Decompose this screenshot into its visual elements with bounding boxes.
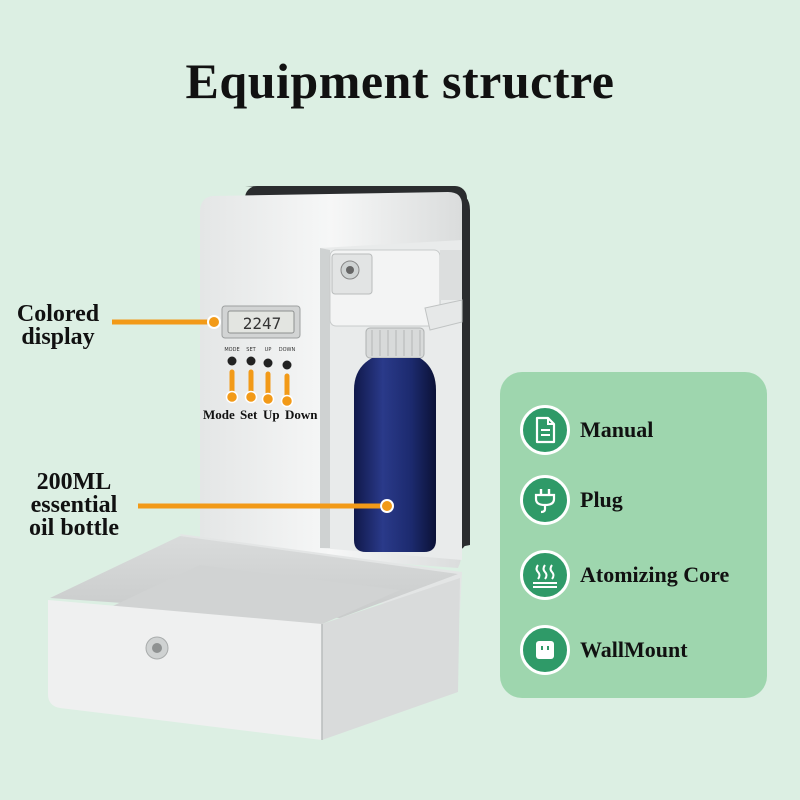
svg-text:MODE: MODE bbox=[224, 347, 239, 353]
down-button bbox=[282, 360, 292, 370]
colored-display-callout: Colored display bbox=[16, 301, 100, 350]
page-title: Equipment structre bbox=[185, 53, 615, 109]
feature-plug: Plug bbox=[520, 474, 623, 526]
document-icon bbox=[520, 405, 570, 455]
mode-label: Mode bbox=[203, 407, 235, 422]
feature-manual: Manual bbox=[520, 404, 653, 456]
svg-text:SET: SET bbox=[246, 347, 256, 353]
set-button bbox=[246, 356, 256, 366]
down-label: Down bbox=[285, 407, 318, 422]
mode-button bbox=[227, 356, 237, 366]
set-label: Set bbox=[240, 407, 258, 422]
oil-bottle-callout: 200ML essential oil bottle bbox=[29, 469, 119, 541]
feature-label: Manual bbox=[580, 417, 654, 442]
tray-side bbox=[322, 578, 460, 740]
pump-bracket bbox=[424, 299, 463, 331]
feature-wallmount: WallMount bbox=[520, 624, 688, 676]
up-button bbox=[263, 358, 273, 368]
steam-icon bbox=[520, 550, 570, 600]
feature-label: Plug bbox=[580, 487, 623, 512]
feature-label: WallMount bbox=[580, 637, 688, 662]
chamber-shadow bbox=[320, 248, 330, 548]
tray-front bbox=[48, 600, 322, 740]
bottle-cap bbox=[365, 327, 425, 359]
tray-inner-floor bbox=[100, 565, 400, 625]
svg-text:UP: UP bbox=[265, 347, 272, 353]
up-label: Up bbox=[263, 407, 280, 422]
essential-oil-bottle bbox=[354, 358, 436, 552]
svg-text:DOWN: DOWN bbox=[279, 347, 296, 353]
features-panel: Manual Plug Atomizing Core bbox=[500, 372, 767, 698]
feature-label: Atomizing Core bbox=[580, 562, 730, 587]
lcd-readout: 2247 bbox=[243, 314, 282, 333]
feature-atomizing-core: Atomizing Core bbox=[520, 549, 729, 601]
lcd-display-screen bbox=[227, 310, 295, 334]
wall-outlet-icon bbox=[520, 625, 570, 675]
plug-icon bbox=[520, 475, 570, 525]
